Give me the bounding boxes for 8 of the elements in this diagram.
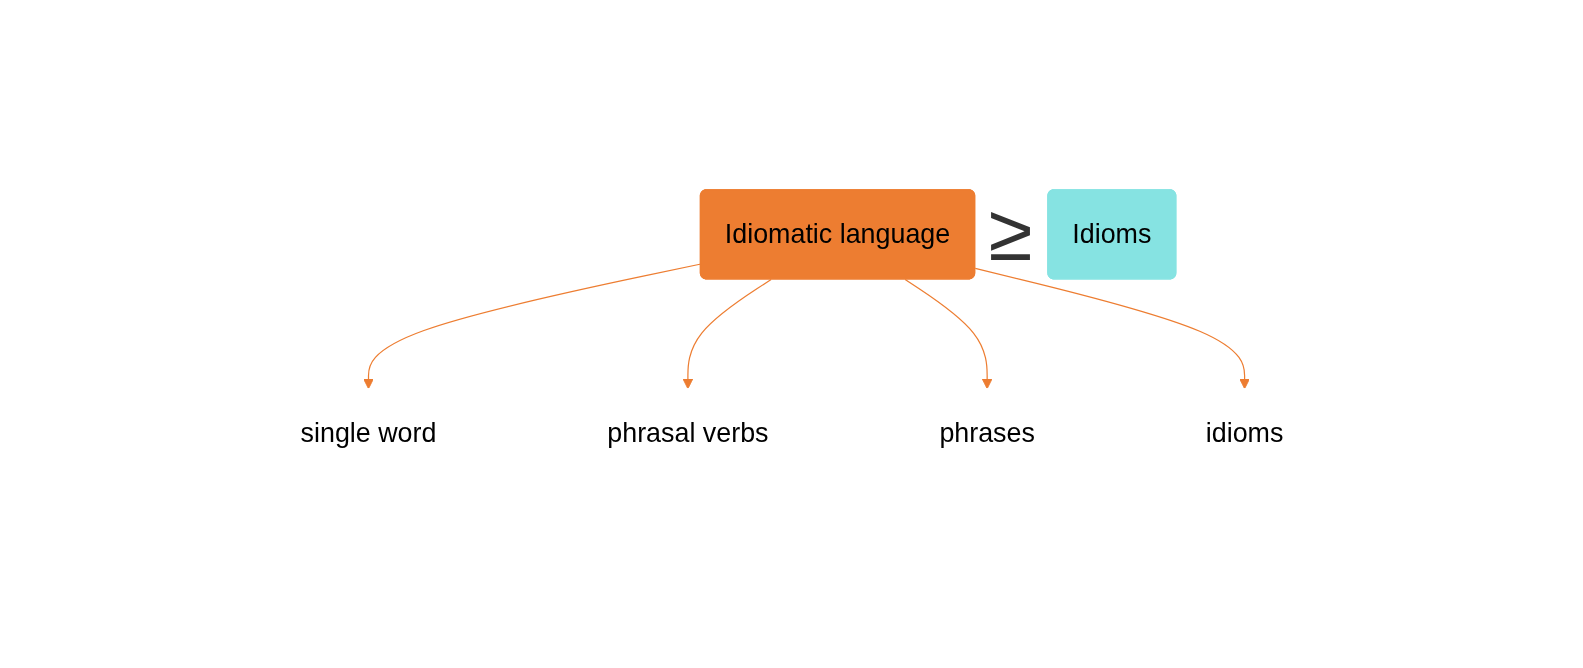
node-text: idioms xyxy=(1205,418,1283,449)
arrow xyxy=(904,279,992,390)
node-text: phrases xyxy=(938,418,1035,449)
node-text: phrasal verbs xyxy=(606,418,768,449)
node-text: single word xyxy=(300,418,436,449)
arrow xyxy=(974,268,1250,390)
arrow xyxy=(682,279,772,390)
comparison-sign: ≥ xyxy=(988,186,1033,279)
